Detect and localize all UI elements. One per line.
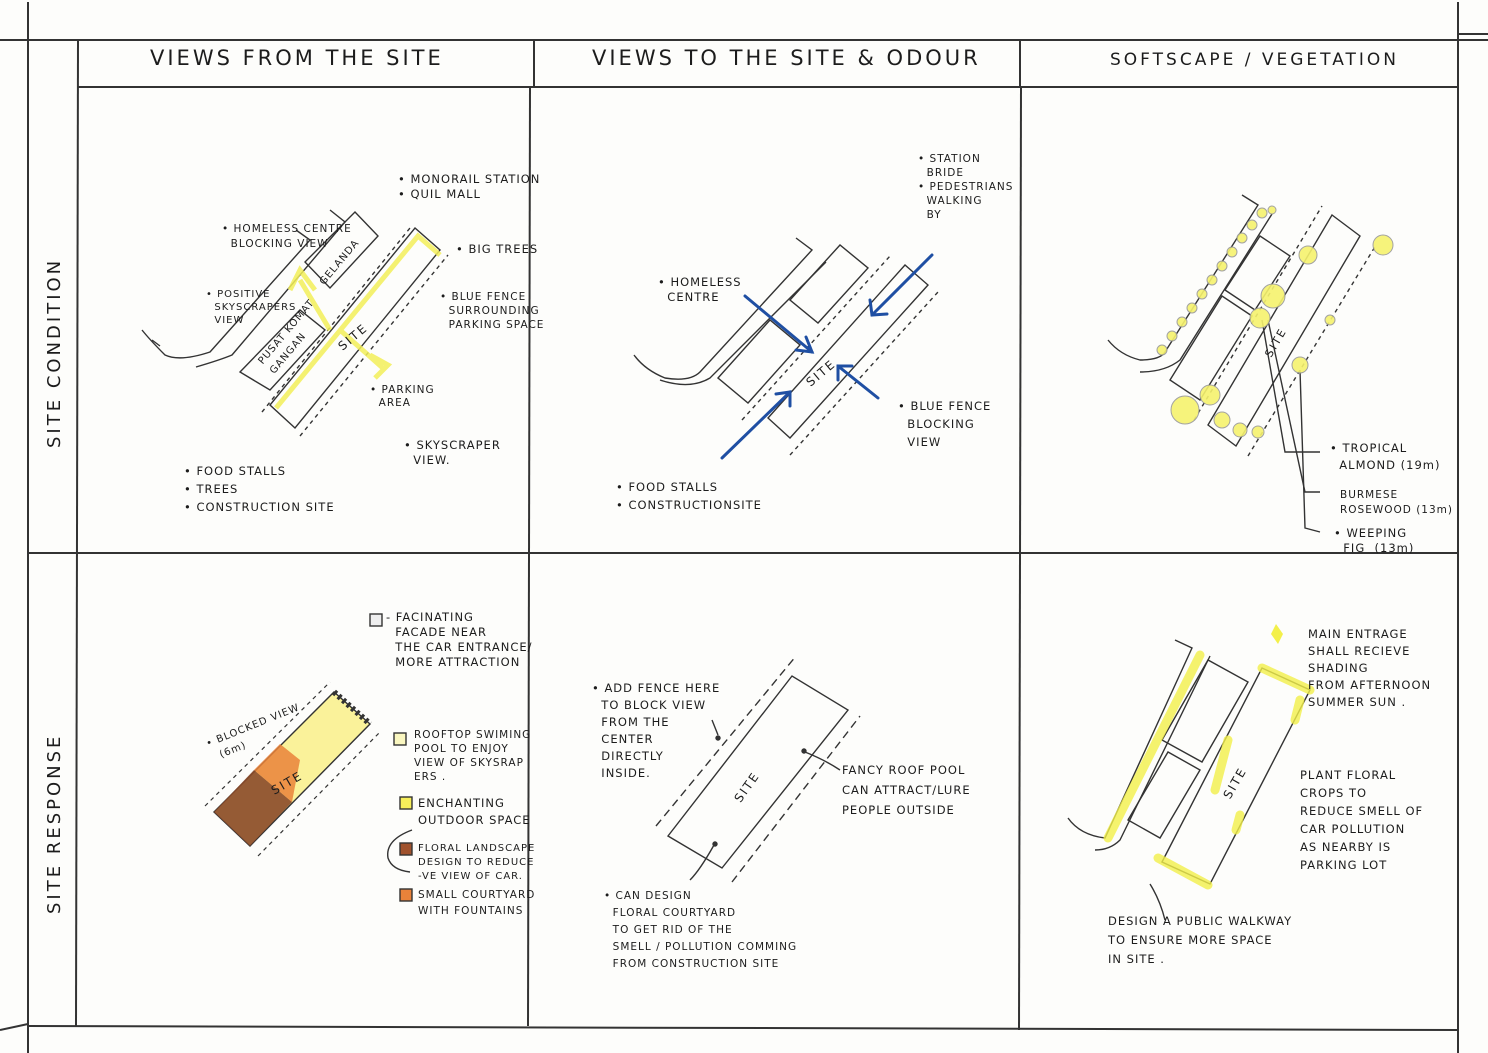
row-label-site-response: SITE RESPONSE [44, 733, 65, 914]
note-station-bride: • STATION BRIDE • PEDESTRIANS WALKING BY [918, 153, 1014, 221]
note-homeless-centre: • HOMELESS CENTRE [658, 275, 742, 304]
note-add-fence: • ADD FENCE HERE TO BLOCK VIEW FROM THE … [592, 681, 721, 780]
odour-response-sketch [655, 655, 861, 883]
note-big-trees: • BIG TREES [456, 242, 539, 256]
views-highlight [274, 232, 442, 410]
note-food-stalls-2: • FOOD STALLS • CONSTRUCTIONSITE [616, 480, 762, 512]
note-skyscraper-view: • SKYSCRAPER VIEW. [404, 438, 501, 467]
header-views-to-site: VIEWS TO THE SITE & ODOUR [592, 46, 981, 70]
views-to-site-sketch [633, 237, 939, 456]
note-fancy-roof-pool: FANCY ROOF POOL CAN ATTRACT/LURE PEOPLE … [842, 763, 971, 817]
note-food-stalls-1: • FOOD STALLS • TREES • CONSTRUCTION SIT… [184, 464, 335, 514]
row-label-site-condition: SITE CONDITION [44, 257, 65, 448]
softscape-sketch [1107, 194, 1377, 533]
note-facinating-facade: - FACINATING FACADE NEAR THE CAR ENTRANC… [386, 610, 533, 669]
note-public-walkway: DESIGN A PUBLIC WALKWAY TO ENSURE MORE S… [1108, 914, 1293, 966]
note-main-entrance: MAIN ENTRAGE SHALL RECIEVE SHADING FROM … [1308, 627, 1432, 709]
site-response-sketch [204, 681, 381, 857]
note-floral-courtyard: • CAN DESIGN FLORAL COURTYARD TO GET RID… [604, 890, 798, 970]
note-blue-fence-blocking: • BLUE FENCE BLOCKING VIEW [898, 399, 992, 449]
views-from-site-sketch [141, 209, 449, 437]
note-parking-area: • PARKING AREA [370, 384, 435, 409]
softscape-response-sketch [1067, 624, 1315, 921]
note-tropical-almond: • TROPICAL ALMOND (19m) [1330, 441, 1441, 472]
note-rooftop-pool: ROOFTOP SWIMING POOL TO ENJOY VIEW OF SK… [414, 729, 532, 783]
note-floral-landscape: FLORAL LANDSCAPE DESIGN TO REDUCE -VE VI… [418, 843, 536, 882]
note-weeping-fig: • WEEPING FIG (13m) [1334, 526, 1415, 555]
note-small-courtyard: SMALL COURTYARD WITH FOUNTAINS [418, 889, 536, 917]
tree-symbols [1156, 205, 1394, 439]
note-monorail: • MONORAIL STATION • QUIL MALL [398, 172, 541, 201]
legend-swatches [369, 613, 413, 902]
note-blue-fence: • BLUE FENCE SURROUNDING PARKING SPACE [440, 291, 545, 331]
note-homeless-blocking: • HOMELESS CENTRE BLOCKING VIEW [222, 223, 352, 250]
note-positive-view: • POSITIVE SKYSCRAPERS VIEW [206, 289, 297, 326]
note-plant-floral: PLANT FLORAL CROPS TO REDUCE SMELL OF CA… [1300, 768, 1424, 872]
note-burmese-rosewood: BURMESE ROSEWOOD (13m) [1340, 489, 1453, 516]
header-views-from-site: VIEWS FROM THE SITE [150, 46, 444, 70]
blue-view-arrows [720, 253, 934, 460]
header-softscape: SOFTSCAPE / VEGETATION [1110, 50, 1400, 70]
note-enchanting-space: ENCHANTING OUTDOOR SPACE [418, 796, 531, 827]
